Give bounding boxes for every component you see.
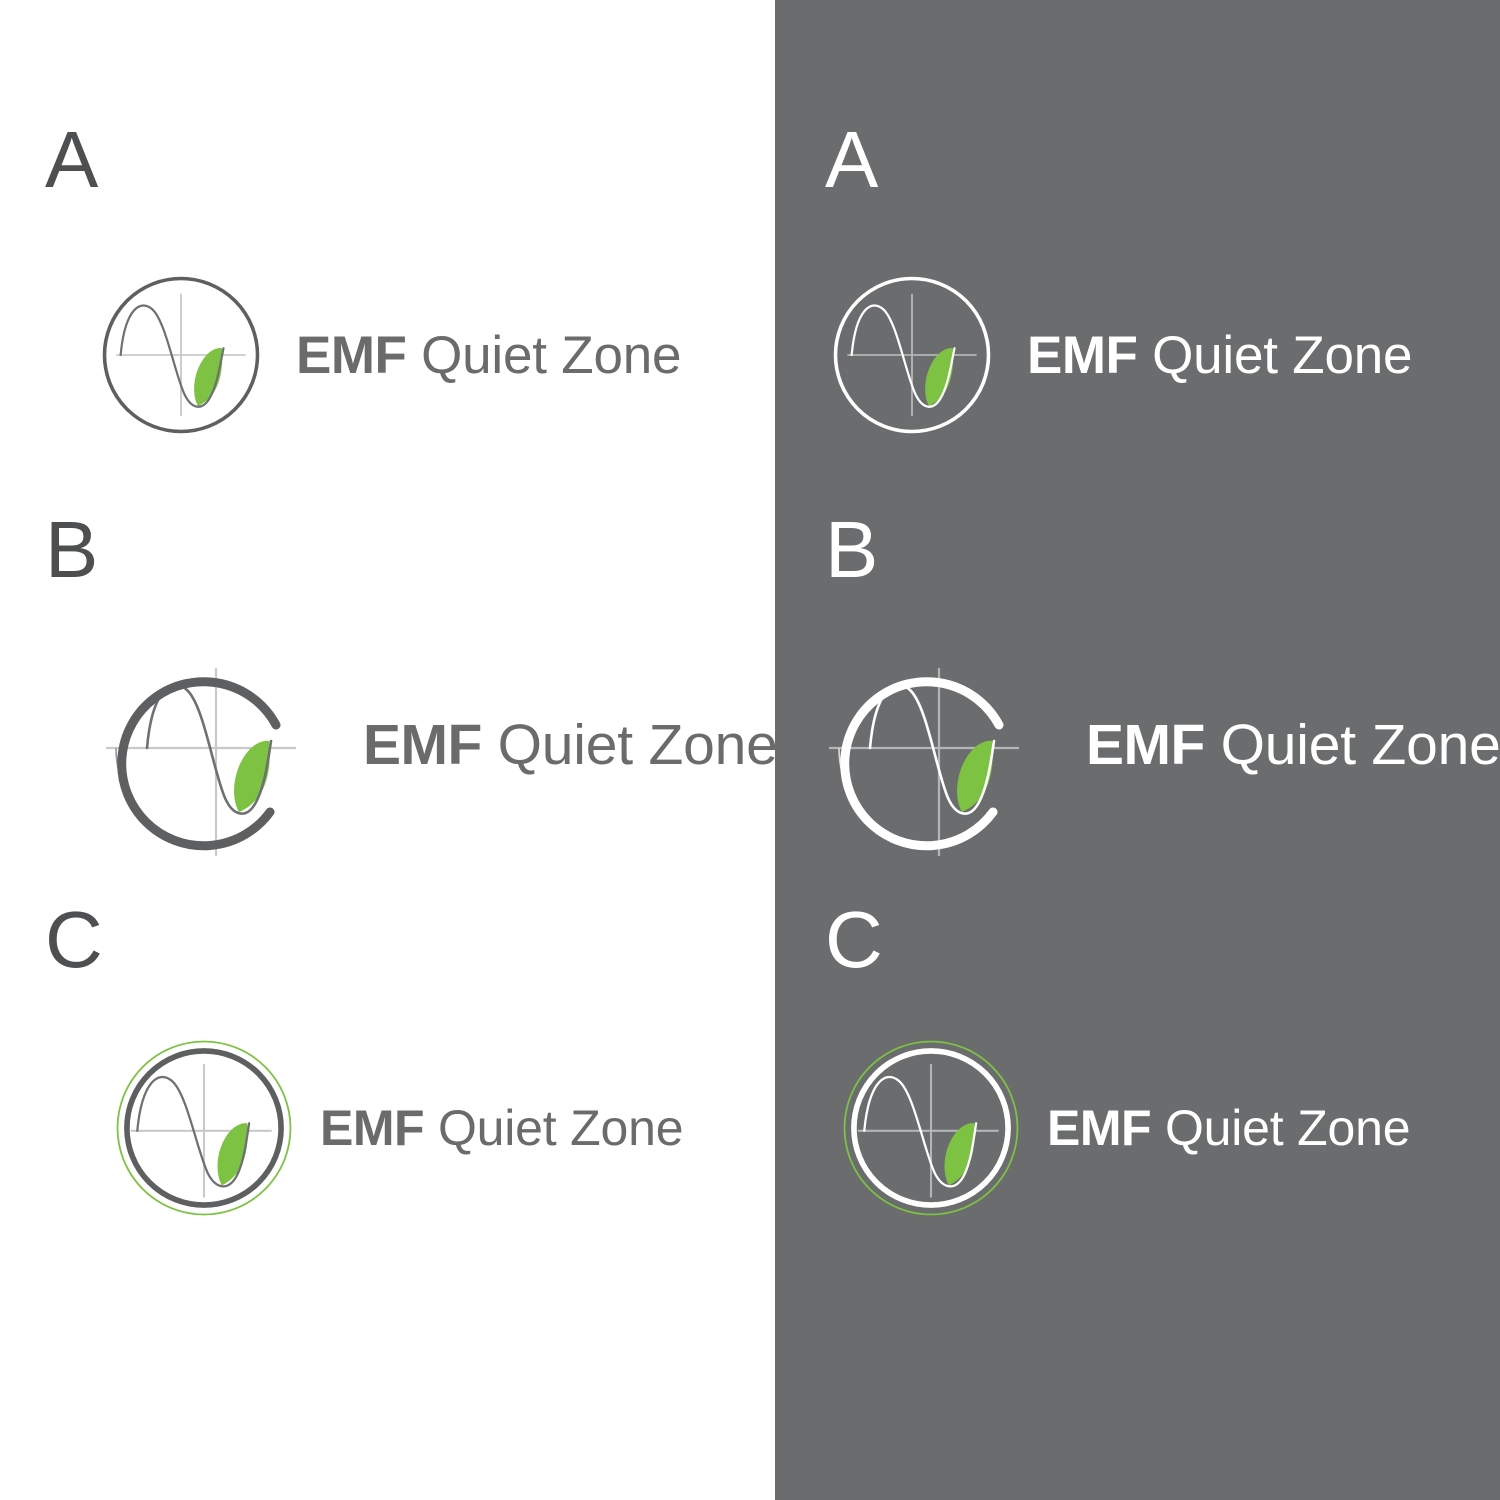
logo-lockup-dark-b[interactable]: EMF Quiet Zone	[823, 628, 1500, 863]
leaf-shape	[217, 1123, 248, 1186]
wordmark-light-a: EMF Quiet Zone	[296, 325, 682, 385]
wordmark-primary: EMF	[320, 1100, 425, 1156]
wordmark-secondary: Quiet Zone	[1152, 325, 1413, 385]
circle-light	[851, 1048, 1011, 1208]
wordmark-dark-a: EMF Quiet Zone	[1027, 325, 1413, 385]
variant-light-a[interactable]: A EMF Quiet Zone	[0, 120, 775, 510]
wordmark-dark-b: EMF Quiet Zone	[1086, 717, 1500, 774]
logo-lockup-light-a[interactable]: EMF Quiet Zone	[96, 270, 682, 440]
variant-dark-c[interactable]: C EMF Quiet Zone	[775, 900, 1500, 1290]
wordmark-secondary: Quiet Zone	[1164, 1100, 1411, 1156]
wordmark-primary: EMF	[296, 325, 407, 385]
logo-mark-a	[102, 276, 260, 434]
circle-dark	[124, 1048, 284, 1208]
variant-label-a: A	[45, 115, 99, 204]
leaf-shape	[925, 348, 954, 406]
wordmark-secondary: Quiet Zone	[437, 1100, 684, 1156]
variant-label-c: C	[825, 895, 884, 984]
variant-light-b[interactable]: B EMF Quiet Zone	[0, 505, 778, 900]
wordmark-primary: EMF	[363, 713, 482, 777]
variant-label-c: C	[45, 895, 104, 984]
circle-green-ring	[843, 1040, 1019, 1216]
leaf-shape	[957, 740, 993, 812]
logo-lockup-dark-c[interactable]: EMF Quiet Zone	[837, 1034, 1411, 1222]
panel-light-background: A EMF Quiet Zone	[0, 119, 778, 1290]
leaf-shape	[194, 348, 223, 406]
logo-lockup-dark-a[interactable]: EMF Quiet Zone	[827, 270, 1413, 440]
variant-label-b: B	[45, 505, 99, 594]
variant-dark-a[interactable]: A EMF Quiet Zone	[775, 120, 1500, 510]
wordmark-dark-c: EMF Quiet Zone	[1047, 1100, 1411, 1156]
variant-label-a: A	[825, 115, 879, 204]
variant-dark-b[interactable]: B EMF Quiet Zone	[775, 510, 1500, 900]
variant-label-b: B	[825, 505, 879, 594]
panel-dark-background: A EMF Quiet Zone B	[775, 0, 1500, 1500]
leaf-shape	[944, 1123, 975, 1186]
circle-green-ring	[116, 1040, 292, 1216]
logo-mark-b	[829, 668, 1019, 856]
wordmark-primary: EMF	[1086, 713, 1205, 777]
wordmark-light-b: EMF Quiet Zone	[363, 717, 778, 774]
leaf-shape	[234, 740, 270, 812]
wordmark-primary: EMF	[1027, 325, 1138, 385]
wordmark-light-c: EMF Quiet Zone	[320, 1100, 684, 1156]
wordmark-secondary: Quiet Zone	[421, 325, 682, 385]
wordmark-secondary: Quiet Zone	[497, 713, 778, 777]
logo-mark-c	[116, 1040, 292, 1216]
wordmark-secondary: Quiet Zone	[1220, 713, 1500, 777]
logo-lockup-light-b[interactable]: EMF Quiet Zone	[100, 628, 778, 863]
logo-mark-c	[843, 1040, 1019, 1216]
wordmark-primary: EMF	[1047, 1100, 1152, 1156]
logo-mark-b	[106, 668, 296, 856]
logo-lockup-light-c[interactable]: EMF Quiet Zone	[110, 1034, 684, 1222]
logo-mark-a	[833, 276, 991, 434]
variant-light-c[interactable]: C EMF Quiet Zone	[0, 900, 775, 1290]
